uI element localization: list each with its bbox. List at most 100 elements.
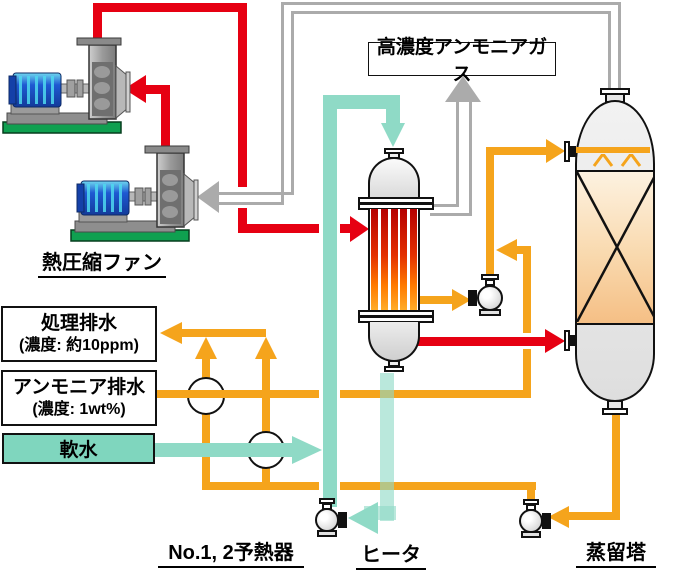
orange-bottoms-downcomer (612, 414, 620, 516)
column-bottom-flange (602, 408, 628, 415)
gas-pipe-left-outer (281, 2, 284, 205)
orange-arrow-into-column-top-icon (546, 139, 565, 163)
orange-feed-riser-upper (523, 250, 531, 333)
orange-treated-out-run (180, 329, 266, 337)
soft-water-box: 軟水 (2, 433, 155, 464)
teal-softwater-run (155, 443, 292, 457)
orange-heater-drain (420, 296, 454, 304)
gas-callout-box: 高濃度アンモニアガス (368, 37, 556, 85)
red-arrow-into-column-icon (545, 329, 565, 353)
orange-bottoms-run (566, 512, 620, 520)
red-pipe-fan2-to-fan1 (144, 85, 170, 94)
red-pipe-fan2-riser (161, 88, 170, 150)
heater-tube (371, 209, 378, 311)
orange-reflux-riser (486, 153, 494, 277)
column-body (575, 100, 655, 402)
spray-nozzle-icon (592, 154, 614, 167)
heater-bottom-dome (368, 322, 420, 362)
bottoms-pump-inlet-stub (542, 513, 551, 529)
teal-heater-drop (386, 107, 400, 125)
gas-pipe-heater-v2 (469, 102, 472, 216)
heater-tube (410, 209, 417, 311)
heater-tube (390, 209, 398, 311)
orange-arrow-into-treated-box-icon (160, 322, 182, 344)
heater-tube (380, 209, 388, 311)
heat-compression-fan-1 (2, 37, 131, 134)
treated-water-concentration: (濃度: 約10ppm) (18, 336, 139, 354)
teal-top-run (323, 95, 400, 109)
gas-pipe-heater-v1 (456, 102, 459, 207)
teal-heater-return-drop (380, 373, 394, 521)
gas-pipe-heater-h1 (430, 204, 459, 207)
column-label: 蒸留塔 (576, 536, 656, 568)
column-vapor-nozzle (564, 330, 570, 351)
fan-unit-label: 熱圧縮ファン (38, 246, 166, 278)
heater-label: ヒータ (356, 538, 426, 570)
gas-pipe-heater-h2 (430, 213, 472, 216)
orange-feed-riser-lower (523, 349, 531, 390)
ammonia-water-concentration: (濃度: 1wt%) (32, 400, 126, 418)
column-feed-nozzle (564, 141, 570, 162)
orange-bottoms-return-b (340, 482, 536, 490)
circulation-pump-inlet-stub (338, 512, 347, 528)
orange-arrow-into-bottoms-pump-icon (548, 506, 569, 528)
orange-arrow-up-preheater2-icon (255, 337, 277, 359)
gas-pipe-bottom-outer (216, 202, 284, 205)
treated-water-box: 処理排水 (濃度: 約10ppm) (1, 306, 157, 362)
red-pipe-top-run (93, 3, 243, 12)
red-pipe-down-lower (238, 208, 247, 226)
red-pipe-to-heater-a (238, 224, 319, 233)
orange-arrow-into-reflux-pump-icon (452, 289, 471, 311)
spray-nozzle-icon (620, 154, 642, 167)
orange-feed-run-a (157, 390, 319, 398)
reflux-pump (477, 285, 503, 311)
gas-pipe-bottom-inner (216, 192, 294, 195)
column-feed-nozzle-stub (570, 146, 576, 157)
heat-compression-fan-2 (70, 145, 199, 242)
orange-arrow-feed-junction-icon (496, 239, 517, 261)
orange-bottoms-return-a (202, 482, 319, 490)
column-packing-section (577, 170, 653, 325)
gas-pipe-top-inner (292, 11, 611, 14)
teal-arrow-softwater-join-icon (292, 436, 322, 464)
bottoms-pump (519, 509, 543, 533)
ammonia-water-title: アンモニア排水 (12, 377, 146, 398)
column-vapor-nozzle-stub (570, 335, 576, 346)
reflux-pump-inlet-stub (468, 290, 477, 306)
teal-arrow-into-heater-icon (381, 123, 405, 147)
heater-top-dome (368, 157, 420, 200)
orange-riser-preheater2 (262, 358, 270, 484)
heater-tube-bundle (368, 209, 420, 311)
orange-riser-preheater1 (202, 358, 210, 484)
heater-tube (400, 209, 408, 311)
treated-water-title: 処理排水 (40, 313, 117, 334)
gas-arrow-into-fan-icon (197, 181, 219, 213)
gas-pipe-left-inner (291, 11, 294, 195)
gas-pipe-top-outer (282, 2, 621, 5)
teal-main-riser (323, 95, 337, 507)
red-pipe-to-heater-b (340, 224, 352, 233)
preheaters-label: No.1, 2予熱器 (158, 536, 304, 568)
gas-pipe-right-outer (618, 2, 621, 92)
circulation-pump-base (317, 530, 337, 537)
gas-pipe-right-inner (608, 11, 611, 92)
soft-water-title: 軟水 (59, 440, 98, 461)
reflux-pump-base (479, 309, 501, 316)
red-pipe-down-upper (238, 3, 247, 187)
red-pipe-heater-to-column (416, 337, 546, 346)
red-arrow-into-heater-icon (350, 216, 369, 242)
gas-callout-label: 高濃度アンモニアガス (376, 37, 548, 85)
gas-arrow-to-callout-icon (445, 76, 481, 102)
orange-feed-top-stub (515, 246, 531, 254)
column-distributor-bar (574, 147, 650, 153)
orange-arrow-up-preheater1-icon (195, 337, 217, 359)
teal-arrow-into-circ-pump-icon (348, 502, 378, 534)
red-pipe-fan1-riser (93, 12, 102, 39)
bottoms-pump-base (521, 531, 541, 538)
packing-x-icon (577, 172, 653, 322)
orange-feed-run-b (340, 390, 531, 398)
orange-reflux-top-run (486, 147, 548, 155)
ammonia-water-box: アンモニア排水 (濃度: 1wt%) (1, 370, 157, 426)
orange-bottoms-pump-riser (527, 485, 535, 507)
